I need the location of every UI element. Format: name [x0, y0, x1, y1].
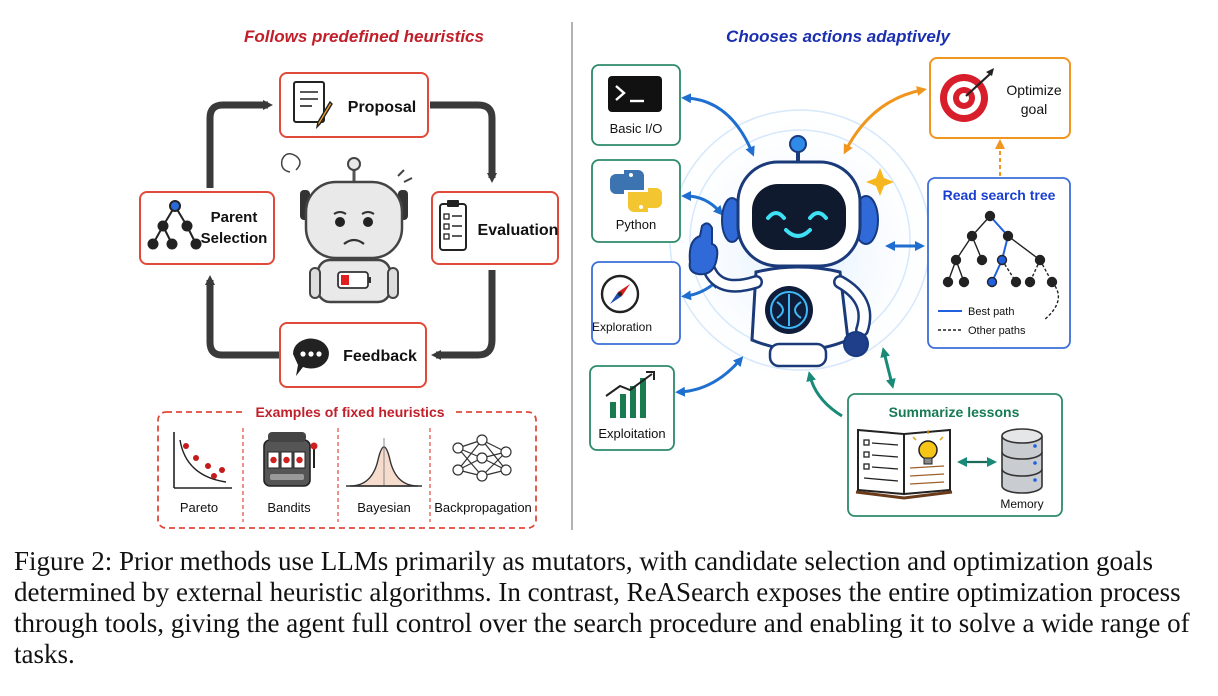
document-pencil-icon [293, 81, 333, 130]
basic-io-label: Basic I/O [610, 121, 663, 136]
sad-robot-illustration [280, 153, 413, 304]
exploration-label: Exploration [592, 320, 652, 334]
tool-connection-arrows [675, 86, 927, 418]
clipboard-checklist-icon [439, 200, 467, 251]
feedback-label: Feedback [343, 348, 417, 365]
exploitation-label: Exploitation [598, 426, 665, 441]
open-book-icon [855, 428, 953, 500]
parent-selection-label-line1: Parent [211, 209, 258, 226]
python-tool: Python [591, 159, 681, 243]
legend-other-label: Other paths [968, 325, 1026, 337]
tree-icon [147, 200, 202, 250]
lightbulb-icon [912, 430, 944, 465]
example-bandits-label: Bandits [267, 500, 311, 515]
pareto-icon [173, 432, 232, 489]
example-bayesian-label: Bayesian [357, 500, 410, 515]
parent-selection-node: Parent Selection [139, 191, 275, 265]
evaluation-label: Evaluation [478, 222, 559, 239]
read-search-tree-node: Read search tree [927, 177, 1071, 349]
bell-curve-icon [346, 438, 422, 487]
speech-bubble-icon [292, 338, 329, 376]
search-tree-icon [942, 210, 1060, 321]
summarize-lessons-label: Summarize lessons [889, 404, 1020, 420]
basic-io-tool: Basic I/O [591, 64, 681, 146]
slot-machine-icon [263, 432, 318, 487]
parent-selection-label-line2: Selection [201, 230, 268, 247]
cycle-arrows [205, 100, 497, 360]
figure-diagram: Follows predefined heuristics Proposal [139, 22, 1071, 530]
summarize-lessons-node: Summarize lessons [847, 393, 1063, 517]
optimize-goal-label-line1: Optimize [1006, 82, 1061, 98]
examples-title: Examples of fixed heuristics [255, 404, 444, 420]
right-panel-title: Chooses actions adaptively [726, 27, 951, 46]
neural-network-icon [452, 434, 512, 482]
feedback-node: Feedback [279, 322, 427, 388]
exploitation-tool: Exploitation [589, 365, 675, 451]
python-label: Python [616, 217, 656, 232]
read-search-tree-label: Read search tree [943, 187, 1056, 203]
evaluation-node: Evaluation [431, 191, 559, 265]
sparkle-icon [866, 168, 894, 196]
legend-best-label: Best path [968, 306, 1014, 318]
figure-caption: Figure 2: Prior methods use LLMs primari… [14, 546, 1190, 669]
example-backpropagation-label: Backpropagation [434, 500, 532, 515]
database-icon [1001, 428, 1043, 494]
terminal-icon [608, 76, 662, 112]
compass-icon [600, 274, 640, 314]
optimize-goal-node: Optimize goal [929, 57, 1071, 139]
python-logo-icon [610, 170, 662, 212]
example-pareto-label: Pareto [180, 500, 218, 515]
growth-chart-icon [605, 371, 655, 418]
memory-label: Memory [1000, 497, 1043, 511]
proposal-label: Proposal [348, 99, 416, 116]
happy-robot-illustration [688, 135, 879, 368]
target-icon [940, 68, 994, 122]
proposal-node: Proposal [279, 72, 429, 138]
exploration-tool: Exploration [591, 261, 681, 345]
left-panel-title: Follows predefined heuristics [244, 27, 484, 46]
optimize-goal-label-line2: goal [1021, 101, 1047, 117]
